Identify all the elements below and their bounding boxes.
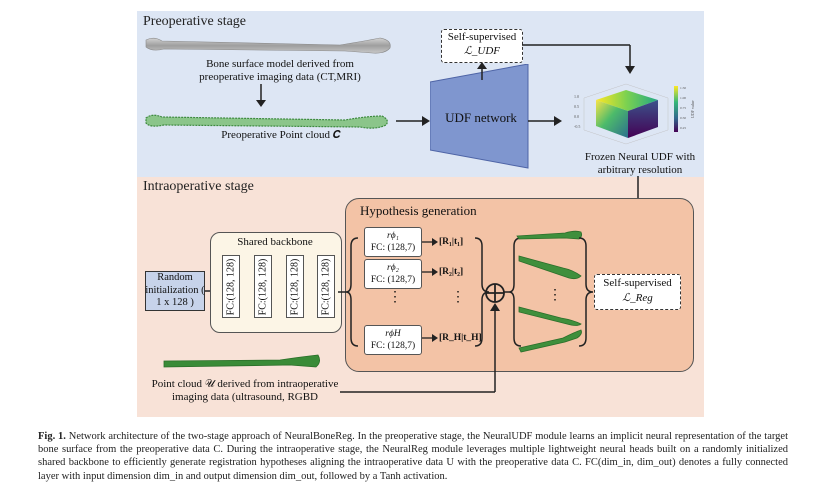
- arrow-cloud-to-sum: [340, 303, 500, 393]
- preoperative-point-cloud-image: [145, 114, 388, 129]
- sum-to-clouds-brace: [503, 237, 522, 347]
- svg-text:0.0: 0.0: [574, 114, 579, 119]
- head-2-box: rϕ₂ FC: (128,7): [364, 259, 422, 289]
- head-2-output: [R₂|t₂]: [439, 267, 464, 277]
- clouds-to-reg-brace: [578, 237, 594, 347]
- random-init-label: Random initialization ( 1 x 128 ): [145, 272, 205, 308]
- arrow-down: [256, 84, 266, 107]
- intraoperative-point-cloud-image: [163, 354, 320, 368]
- plot-colorbar-label: UDF value: [690, 100, 695, 118]
- udf-network-label: UDF network: [445, 110, 517, 125]
- arrow-udf-to-plot: [528, 116, 562, 126]
- preoperative-point-cloud-label: Preoperative Point cloud 𝑪: [221, 129, 341, 141]
- bone-model-image: [145, 37, 391, 54]
- arrow-to-frozen-udf: [522, 44, 635, 74]
- preoperative-title: Preoperative stage: [143, 14, 247, 29]
- figure-caption: Fig. 1. Network architecture of the two-…: [38, 430, 788, 483]
- preoperative-panel: [137, 11, 704, 177]
- svg-text:-0.5: -0.5: [574, 124, 580, 129]
- hypothesis-cloud-1: [516, 230, 583, 240]
- hypothesis-cloud-3: [518, 306, 582, 326]
- fc-layer-1: FC:(128, 128): [222, 255, 240, 318]
- heads-ellipsis: ⋮: [388, 290, 402, 305]
- outputs-to-sum-brace: [474, 237, 490, 347]
- frozen-udf-label: Frozen Neural UDF with arbitrary resolut…: [584, 151, 696, 176]
- arrow-to-udf: [396, 116, 430, 126]
- outputs-ellipsis: ⋮: [451, 290, 465, 305]
- head-1-output: [R₁|t₁]: [439, 237, 464, 247]
- hypothesis-cloud-2: [518, 255, 582, 280]
- caption-text: Network architecture of the two-stage ap…: [38, 431, 789, 482]
- oplus-icon: [485, 283, 505, 303]
- udf-loss-symbol: ℒ_UDF: [463, 45, 501, 57]
- backbone-to-heads-brace: [338, 237, 359, 347]
- fc-layer-4: FC:(128, 128): [317, 255, 335, 318]
- udf-network-shape: [430, 64, 529, 169]
- head-h-output: [R_H|t_H]: [439, 333, 482, 343]
- caption-fig-label: Fig. 1.: [38, 431, 66, 442]
- intraoperative-point-cloud-label: Point cloud 𝒰 derived from intraoperativ…: [151, 378, 339, 403]
- hypothesis-cloud-4: [518, 329, 582, 353]
- svg-text:1.00: 1.00: [680, 96, 686, 100]
- intraoperative-title: Intraoperative stage: [143, 179, 254, 194]
- fc-layer-3: FC:(128, 128): [286, 255, 304, 318]
- shared-backbone-title: Shared backbone: [237, 236, 313, 248]
- svg-text:0.5: 0.5: [574, 104, 579, 109]
- hypothesis-title: Hypothesis generation: [360, 203, 477, 218]
- svg-text:0.50: 0.50: [680, 116, 686, 120]
- frozen-udf-plot: 1.0 0.5 0.0 -0.5 1.50 1.00 0.75 0.50 0.2…: [574, 83, 695, 145]
- reg-loss-title: Self-supervised: [603, 277, 672, 289]
- random-init-box: [145, 271, 205, 311]
- head-1-box: rϕ₁ FC: (128,7): [364, 227, 422, 257]
- head-h-box: rϕH FC: (128,7): [364, 325, 422, 355]
- arrow-up-to-udf-loss: [477, 62, 487, 80]
- bone-model-label: Bone surface model derived from preopera…: [199, 58, 361, 83]
- svg-text:1.0: 1.0: [574, 94, 579, 99]
- udf-loss-title: Self-supervised: [447, 31, 517, 43]
- svg-text:0.75: 0.75: [680, 106, 686, 110]
- fc-layer-2: FC:(128, 128): [254, 255, 272, 318]
- reg-loss-box: [594, 274, 681, 310]
- svg-text:1.50: 1.50: [680, 86, 686, 90]
- clouds-ellipsis: ⋮: [548, 288, 562, 303]
- head-output-arrows: [422, 238, 438, 342]
- udf-loss-box: [441, 29, 523, 63]
- svg-text:0.25: 0.25: [680, 126, 686, 130]
- reg-loss-symbol: ℒ_Reg: [622, 292, 653, 304]
